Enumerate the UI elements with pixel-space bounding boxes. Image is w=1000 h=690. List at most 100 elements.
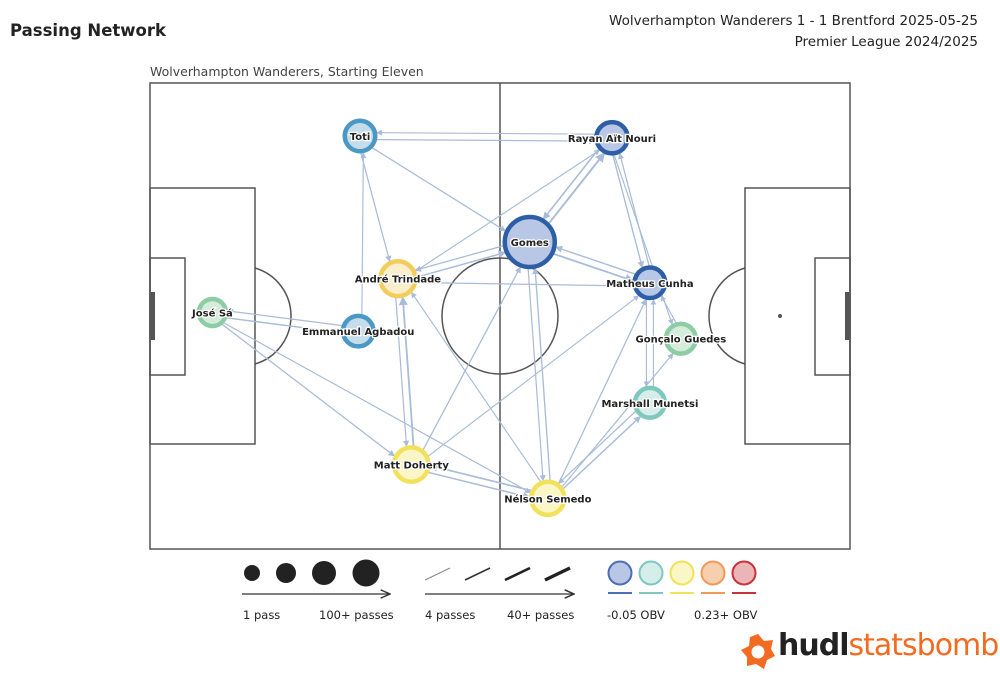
hudl-statsbomb-logo: hudlstatsbomb bbox=[740, 628, 999, 674]
brand-hudl: hudl bbox=[778, 628, 849, 663]
legend-obv-max: 0.23+ OBV bbox=[694, 608, 757, 622]
player-node-jose-sa: José Sá bbox=[190, 296, 234, 329]
player-label-nelson-semedo: Nélson Semedo bbox=[504, 493, 591, 505]
legend-obv-scale bbox=[607, 560, 757, 594]
statsbomb-mark-icon bbox=[741, 634, 775, 669]
pass-edge-gomes-to-andre-trindade bbox=[414, 244, 506, 272]
page-title: Passing Network bbox=[10, 21, 166, 40]
legend-edge-width-1 bbox=[424, 567, 451, 581]
left-penalty-arc bbox=[254, 267, 292, 365]
match-score: Wolverhampton Wanderers 1 - 1 Brentford … bbox=[609, 13, 978, 29]
player-label-rayan-ait-nouri: Rayan Aït Nouri bbox=[568, 134, 656, 145]
legend: 1 pass 100+ passes 4 passes 40+ passes -… bbox=[242, 559, 757, 622]
legend-node-size-3 bbox=[312, 561, 336, 585]
legend-node-size-1 bbox=[244, 565, 260, 581]
legend-edge-max: 40+ passes bbox=[507, 608, 574, 622]
player-circle-gomes bbox=[502, 214, 557, 270]
centre-circle bbox=[441, 257, 559, 375]
pass-edge-jose-sa-to-matt-doherty bbox=[220, 322, 395, 457]
right-goal bbox=[845, 292, 850, 340]
pass-edge-emmanuel-agbadou-to-jose-sa bbox=[227, 308, 345, 327]
player-label-marshall-munetsi: Marshall Munetsi bbox=[601, 399, 698, 410]
player-node-gomes: Gomes bbox=[502, 214, 557, 270]
pass-edge-rayan-ait-nouri-to-matheus-cunha bbox=[611, 153, 645, 269]
pass-edge-andre-trindade-to-matheus-cunha bbox=[414, 281, 634, 290]
pass-edge-matt-doherty-to-nelson-semedo bbox=[426, 471, 531, 500]
player-circle-matheus-cunha bbox=[632, 265, 668, 301]
pass-edge-gomes-to-matheus-cunha bbox=[551, 252, 635, 283]
pass-edges bbox=[220, 129, 678, 500]
right-penalty-box bbox=[744, 187, 851, 445]
player-circle-nelson-semedo bbox=[529, 479, 567, 518]
legend-obv-min: -0.05 OBV bbox=[607, 608, 665, 622]
legend-node-size-4 bbox=[352, 559, 380, 587]
pass-edge-nelson-semedo-to-gomes bbox=[532, 267, 551, 483]
pass-edge-matheus-cunha-to-rayan-ait-nouri bbox=[618, 152, 651, 268]
pass-edge-marshall-munetsi-to-nelson-semedo bbox=[558, 409, 638, 484]
penalty-spot bbox=[778, 314, 782, 318]
player-node-nelson-semedo: Nélson Semedo bbox=[503, 479, 593, 518]
legend-edge-width-4 bbox=[544, 566, 571, 582]
pass-edge-andre-trindade-to-gomes bbox=[414, 250, 507, 279]
pass-edge-emmanuel-agbadou-to-toti bbox=[360, 152, 367, 317]
pitch-markings bbox=[149, 82, 851, 550]
player-node-marshall-munetsi: Marshall Munetsi bbox=[600, 385, 700, 420]
pass-edge-gomes-to-rayan-ait-nouri bbox=[547, 152, 606, 226]
player-label-goncalo-guedes: Gonçalo Guedes bbox=[636, 335, 727, 346]
player-label-emmanuel-agbadou: Emmanuel Agbadou bbox=[302, 327, 414, 338]
pass-edge-matt-doherty-to-gomes bbox=[421, 266, 521, 452]
pass-edge-matheus-cunha-to-gomes bbox=[555, 245, 638, 276]
brand-wordmark: hudlstatsbomb bbox=[778, 628, 999, 663]
player-circle-goncalo-guedes bbox=[663, 321, 698, 356]
player-circle-emmanuel-agbadou bbox=[340, 313, 376, 349]
player-circle-toti bbox=[342, 118, 378, 154]
pass-edge-andre-trindade-to-matt-doherty bbox=[395, 295, 410, 447]
player-node-emmanuel-agbadou: Emmanuel Agbadou bbox=[301, 313, 416, 349]
left-goal bbox=[150, 292, 155, 340]
player-circle-matt-doherty bbox=[391, 445, 431, 484]
pass-edge-toti-to-andre-trindade bbox=[359, 151, 392, 262]
legend-obv-swatch-2 bbox=[638, 560, 664, 586]
pass-edge-jose-sa-to-nelson-semedo bbox=[222, 321, 531, 493]
player-node-matt-doherty: Matt Doherty bbox=[373, 445, 451, 484]
player-node-matheus-cunha: Matheus Cunha bbox=[605, 265, 695, 301]
player-label-matheus-cunha: Matheus Cunha bbox=[606, 279, 693, 290]
legend-obv-swatch-5 bbox=[731, 560, 757, 586]
right-penalty-arc bbox=[708, 267, 746, 365]
pass-edge-nelson-semedo-to-marshall-munetsi bbox=[561, 415, 642, 491]
pass-edge-nelson-semedo-to-goncalo-guedes bbox=[560, 352, 674, 489]
player-label-jose-sa: José Sá bbox=[191, 308, 233, 320]
player-circle-rayan-ait-nouri bbox=[594, 119, 630, 156]
player-label-matt-doherty: Matt Doherty bbox=[374, 461, 450, 472]
legend-node-max: 100+ passes bbox=[319, 608, 394, 622]
competition: Premier League 2024/2025 bbox=[794, 34, 978, 50]
pass-edge-rayan-ait-nouri-to-gomes bbox=[542, 147, 601, 220]
pass-edge-nelson-semedo-to-matheus-cunha bbox=[557, 298, 647, 486]
brand-statsbomb: statsbomb bbox=[848, 628, 999, 663]
team-subtitle: Wolverhampton Wanderers, Starting Eleven bbox=[150, 64, 424, 79]
player-node-toti: Toti bbox=[342, 118, 378, 154]
player-node-rayan-ait-nouri: Rayan Aït Nouri bbox=[567, 119, 657, 156]
player-circle-marshall-munetsi bbox=[632, 385, 668, 420]
pass-edge-matt-doherty-to-matheus-cunha bbox=[426, 295, 640, 458]
legend-obv-swatch-1 bbox=[607, 560, 633, 586]
pass-edge-toti-to-gomes bbox=[370, 146, 507, 232]
legend-obv-swatch-3 bbox=[669, 560, 695, 586]
player-circle-jose-sa bbox=[196, 296, 229, 329]
player-circle-andre-trindade bbox=[378, 259, 418, 299]
pass-edge-andre-trindade-to-rayan-ait-nouri bbox=[413, 149, 601, 273]
player-node-andre-trindade: André Trindade bbox=[354, 259, 443, 299]
pass-edge-nelson-semedo-to-matt-doherty bbox=[429, 463, 534, 492]
player-node-goncalo-guedes: Gonçalo Guedes bbox=[634, 321, 727, 356]
legend-node-size-2 bbox=[276, 563, 296, 583]
player-label-andre-trindade: André Trindade bbox=[355, 274, 441, 286]
legend-edge-min: 4 passes bbox=[425, 608, 475, 622]
legend-node-min: 1 pass bbox=[243, 608, 280, 622]
right-six-yard-box bbox=[814, 257, 851, 376]
left-six-yard-box bbox=[149, 257, 186, 376]
player-label-toti: Toti bbox=[350, 132, 371, 143]
pass-edge-toti-to-rayan-ait-nouri bbox=[374, 137, 596, 145]
legend-edge-width-3 bbox=[504, 566, 531, 582]
